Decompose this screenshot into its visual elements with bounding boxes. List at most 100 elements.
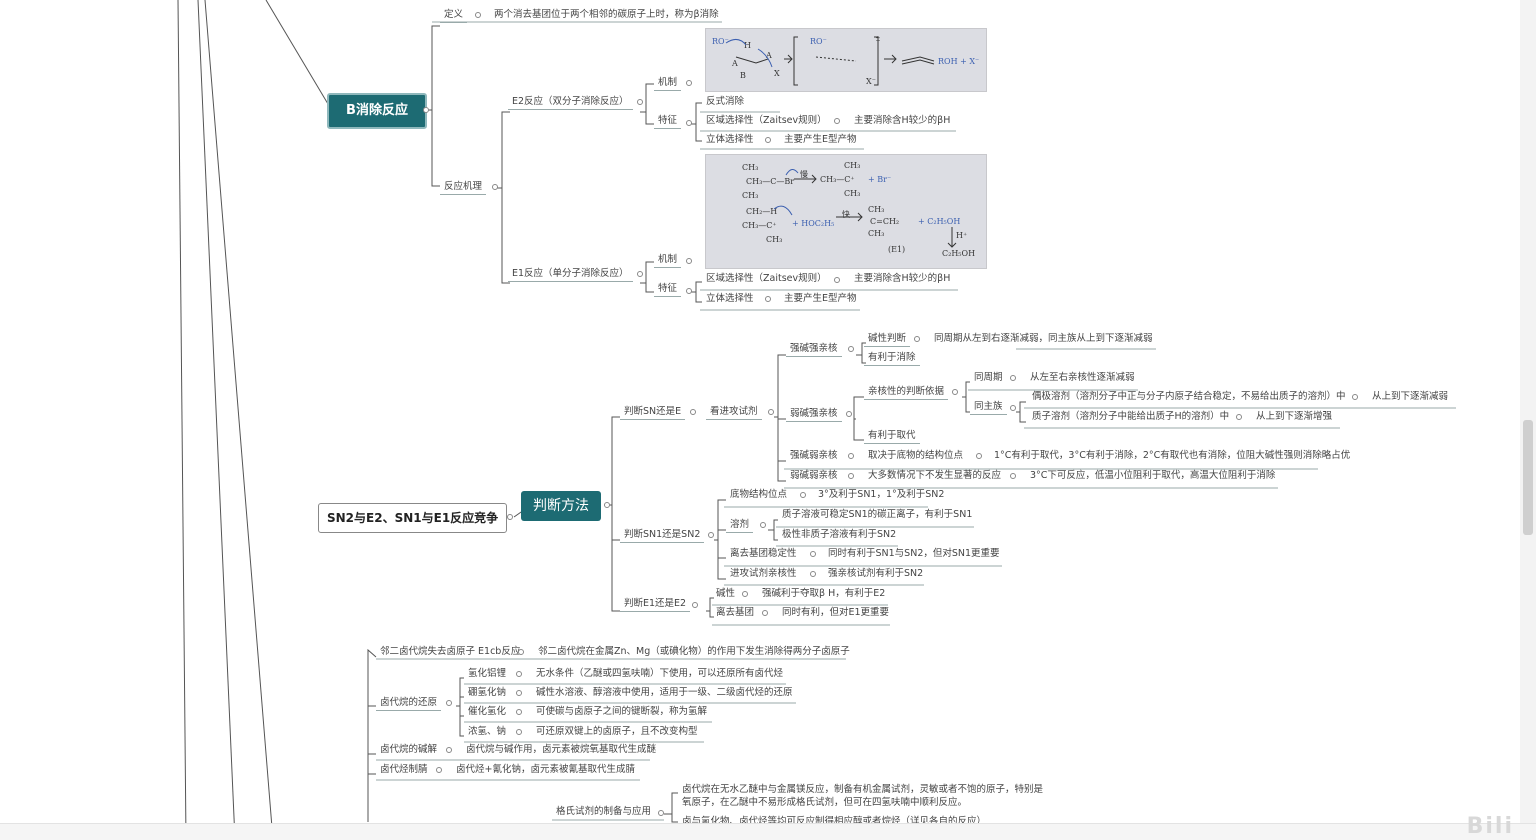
collapse-toggle[interactable] bbox=[516, 729, 522, 735]
collapse-toggle[interactable] bbox=[848, 453, 854, 459]
collapse-toggle[interactable] bbox=[446, 747, 452, 753]
same-period-label[interactable]: 同周期 bbox=[974, 372, 1003, 383]
e1-stereo-note[interactable]: 主要产生E型产物 bbox=[784, 293, 857, 304]
basicity-e2-note[interactable]: 强碱利于夺取β H，有利于E2 bbox=[762, 588, 886, 599]
collapse-toggle[interactable] bbox=[952, 389, 958, 395]
weak-base-strong-nuc[interactable]: 弱碱强亲核 bbox=[786, 408, 842, 422]
collapse-toggle[interactable] bbox=[516, 709, 522, 715]
collapse-toggle[interactable] bbox=[742, 591, 748, 597]
collapse-toggle[interactable] bbox=[1236, 414, 1242, 420]
e2-regio-note[interactable]: 主要消除含H较少的βH bbox=[854, 115, 951, 126]
e1-mechanism-label[interactable]: 机制 bbox=[654, 254, 682, 268]
solvent-label[interactable]: 溶剂 bbox=[726, 519, 754, 533]
collapse-toggle[interactable] bbox=[637, 271, 643, 277]
collapse-toggle[interactable] bbox=[848, 346, 854, 352]
e1-mechanism-image[interactable]: CH₃ CH₃—C—Br CH₃ 慢 CH₃ CH₃—C⁺ CH₃ + Br⁻ … bbox=[705, 154, 987, 269]
compete-node[interactable]: SN2与E2、SN1与E1反应竞争 bbox=[318, 503, 508, 533]
collapse-toggle[interactable] bbox=[516, 671, 522, 677]
collapse-toggle[interactable] bbox=[765, 137, 771, 143]
grignard-note-3[interactable]: 卤与氢化物、卤代烃等均可反应制得相应醇或者烷烃（详见各自的反应） bbox=[682, 816, 987, 827]
collapse-toggle[interactable] bbox=[848, 473, 854, 479]
nucleophilicity-criteria[interactable]: 亲核性的判断依据 bbox=[864, 386, 949, 400]
collapse-toggle[interactable] bbox=[768, 409, 774, 415]
lialh4-note[interactable]: 无水条件（乙醚或四氢呋喃）下使用，可以还原所有卤代烃 bbox=[536, 668, 784, 679]
collapse-toggle[interactable] bbox=[708, 532, 714, 538]
e1-regio-note[interactable]: 主要消除含H较少的βH bbox=[854, 273, 951, 284]
sbwn-note-1[interactable]: 取决于底物的结构位点 bbox=[868, 450, 964, 461]
beta-elimination-node[interactable]: B消除反应 bbox=[327, 93, 427, 129]
collapse-toggle[interactable] bbox=[436, 767, 442, 773]
substrate-note[interactable]: 3°及利于SN1，1°及利于SN2 bbox=[818, 489, 945, 500]
definition-text[interactable]: 两个消去基团位于两个相邻的碳原子上时，称为β消除 bbox=[494, 9, 719, 20]
collapse-toggle[interactable] bbox=[800, 492, 806, 498]
e1-regioselectivity[interactable]: 区域选择性（Zaitsev规则） bbox=[706, 273, 827, 284]
mechanism-label[interactable]: 反应机理 bbox=[440, 181, 487, 195]
e1-stereoselectivity[interactable]: 立体选择性 bbox=[706, 293, 754, 304]
collapse-toggle[interactable] bbox=[516, 690, 522, 696]
nitrile-preparation[interactable]: 卤代烃制腈 bbox=[380, 764, 428, 775]
lialh4[interactable]: 氢化铝锂 bbox=[468, 668, 507, 679]
collapse-toggle[interactable] bbox=[1352, 394, 1358, 400]
basicity-label[interactable]: 碱性 bbox=[716, 588, 736, 599]
haloalkane-hydrolysis[interactable]: 卤代烷的碱解 bbox=[380, 744, 438, 755]
collapse-toggle[interactable] bbox=[1010, 473, 1016, 479]
e2-mechanism-label[interactable]: 机制 bbox=[654, 77, 682, 91]
wbwn-note-2[interactable]: 3°C下可反应，低温小位阻利于取代，高温大位阻利于消除 bbox=[1030, 470, 1276, 481]
collapse-toggle[interactable] bbox=[604, 502, 610, 508]
collapse-toggle[interactable] bbox=[760, 522, 766, 528]
sn-or-e-node[interactable]: 判断SN还是E bbox=[620, 406, 686, 420]
vertical-scrollbar[interactable] bbox=[1520, 0, 1536, 840]
collapse-toggle[interactable] bbox=[976, 453, 982, 459]
collapse-toggle[interactable] bbox=[518, 649, 524, 655]
aprotic-note[interactable]: 从上到下逐渐减弱 bbox=[1372, 391, 1449, 402]
e2-stereo-note[interactable]: 主要产生E型产物 bbox=[784, 134, 857, 145]
collapse-toggle[interactable] bbox=[492, 184, 498, 190]
collapse-toggle[interactable] bbox=[686, 80, 692, 86]
grignard-note-1[interactable]: 卤代烷在无水乙醚中与金属镁反应，制备有机金属试剂，灵敏或者不饱的原子，特别是 bbox=[682, 784, 1044, 795]
attack-note[interactable]: 强亲核试剂有利于SN2 bbox=[828, 568, 924, 579]
collapse-toggle[interactable] bbox=[446, 700, 452, 706]
sn1-or-sn2-node[interactable]: 判断SN1还是SN2 bbox=[620, 529, 705, 543]
strong-base-strong-nuc[interactable]: 强碱强亲核 bbox=[786, 343, 842, 357]
judgement-method-node[interactable]: 判断方法 bbox=[521, 491, 601, 521]
collapse-toggle[interactable] bbox=[846, 411, 852, 417]
e2-regioselectivity[interactable]: 区域选择性（Zaitsev规则） bbox=[706, 115, 827, 126]
leaving-group-note[interactable]: 同时有利于SN1与SN2，但对SN1更重要 bbox=[828, 548, 1000, 559]
favor-substitution[interactable]: 有利于取代 bbox=[864, 430, 920, 444]
same-period-note[interactable]: 从左至右亲核性逐渐减弱 bbox=[1030, 372, 1135, 383]
e2-mechanism-image[interactable]: RO⁻ H A B A X RO⁻ ‡ X⁻ ROH + X⁻ bbox=[705, 28, 987, 92]
strong-base-weak-nuc[interactable]: 强碱弱亲核 bbox=[790, 450, 838, 461]
e2-anti-elimination[interactable]: 反式消除 bbox=[706, 96, 745, 107]
collapse-toggle[interactable] bbox=[834, 277, 840, 283]
e2-feature-label[interactable]: 特征 bbox=[654, 115, 682, 129]
attack-reagent-node[interactable]: 看进攻试剂 bbox=[706, 406, 762, 420]
grignard-node[interactable]: 格氏试剂的制备与应用 bbox=[556, 806, 652, 817]
sodium-reduction-note[interactable]: 可还原双键上的卤原子，且不改变构型 bbox=[536, 726, 698, 737]
same-group-label[interactable]: 同主族 bbox=[970, 401, 1007, 415]
vicinal-dihalide-note[interactable]: 邻二卤代烷在金属Zn、Mg（或碘化物）的作用下发生消除得两分子卤原子 bbox=[538, 646, 850, 657]
collapse-toggle[interactable] bbox=[914, 336, 920, 342]
attack-nucleophilicity[interactable]: 进攻试剂亲核性 bbox=[730, 568, 797, 579]
collapse-toggle[interactable] bbox=[692, 602, 698, 608]
leaving-group-label[interactable]: 离去基团 bbox=[716, 607, 755, 618]
collapse-toggle[interactable] bbox=[1010, 405, 1016, 411]
collapse-toggle[interactable] bbox=[686, 258, 692, 264]
collapse-toggle[interactable] bbox=[637, 99, 643, 105]
leaving-group-stability[interactable]: 离去基团稳定性 bbox=[730, 548, 797, 559]
e2-stereoselectivity[interactable]: 立体选择性 bbox=[706, 134, 754, 145]
e1-reaction-node[interactable]: E1反应（单分子消除反应） bbox=[508, 268, 633, 282]
sodium-reduction[interactable]: 浓氢、钠 bbox=[468, 726, 507, 737]
nabh4-note[interactable]: 碱性水溶液、醇溶液中使用，适用于一级、二级卤代烃的还原 bbox=[536, 687, 793, 698]
leaving-group-e1-note[interactable]: 同时有利，但对E1更重要 bbox=[782, 607, 890, 618]
collapse-toggle[interactable] bbox=[1010, 375, 1016, 381]
e1-feature-label[interactable]: 特征 bbox=[654, 283, 682, 297]
collapse-toggle[interactable] bbox=[690, 409, 696, 415]
scrollbar-thumb[interactable] bbox=[1523, 420, 1533, 535]
collapse-toggle[interactable] bbox=[658, 810, 664, 816]
collapse-toggle[interactable] bbox=[765, 296, 771, 302]
solvent-note-1[interactable]: 质子溶液可稳定SN1的碳正离子，有利于SN1 bbox=[782, 509, 973, 520]
nitrile-preparation-note[interactable]: 卤代烃+氰化钠，卤元素被氰基取代生成腈 bbox=[456, 764, 635, 775]
haloalkane-hydrolysis-note[interactable]: 卤代烷与碱作用，卤元素被烷氧基取代生成醚 bbox=[466, 744, 657, 755]
wbwn-note-1[interactable]: 大多数情况下不发生显著的反应 bbox=[868, 470, 1002, 481]
